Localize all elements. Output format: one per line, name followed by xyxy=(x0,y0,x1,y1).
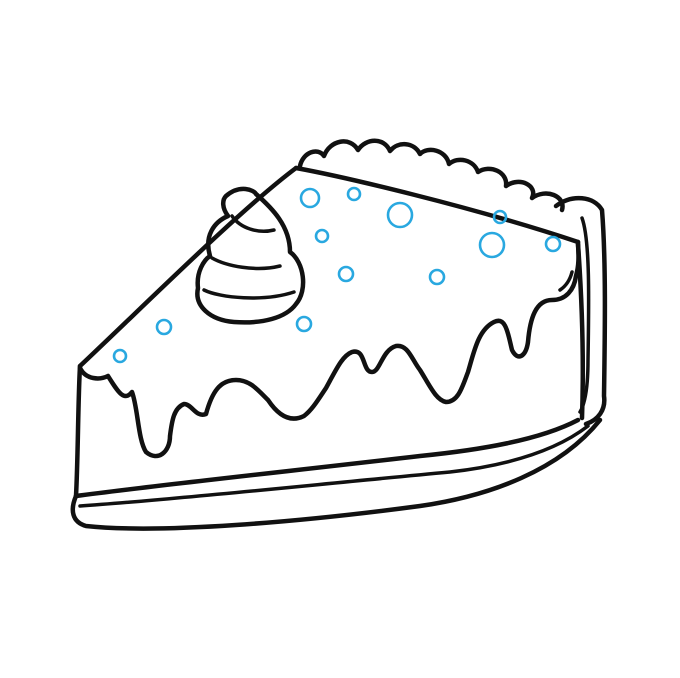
sprinkle-ring xyxy=(155,318,173,336)
sprinkle-ring xyxy=(299,187,321,209)
icing-drip-edge xyxy=(77,239,581,459)
icing-drip-small xyxy=(558,270,574,292)
sprinkle-ring xyxy=(478,231,506,259)
sprinkle-ring xyxy=(428,268,446,286)
front-bottom-edge xyxy=(73,417,581,499)
bottom-crust xyxy=(70,417,603,531)
front-right-edge xyxy=(575,241,586,421)
front-top-edge xyxy=(73,363,83,499)
whipped-cream-dollop xyxy=(195,186,306,325)
sprinkle-ring xyxy=(346,186,362,202)
right-crust-inner xyxy=(578,216,591,414)
top-surface-edge xyxy=(293,165,581,245)
sprinkle-ring xyxy=(492,209,508,225)
sprinkle-ring xyxy=(386,201,414,229)
sprinkle-ring xyxy=(337,265,355,283)
sprinkle-ring xyxy=(295,315,313,333)
sprinkle-ring xyxy=(314,228,330,244)
whipped-cream-swirl-1 xyxy=(210,256,282,271)
bottom-crust-inner xyxy=(78,424,590,508)
whipped-cream-swirl-3 xyxy=(230,214,276,233)
back-crust-rim xyxy=(297,138,565,213)
blue-sprinkles xyxy=(112,186,562,364)
right-crust-edge xyxy=(553,196,608,427)
top-left-edge xyxy=(77,165,299,369)
sprinkle-ring xyxy=(544,235,562,253)
sprinkle-ring xyxy=(112,348,128,364)
whipped-cream-swirl-2 xyxy=(202,288,296,300)
